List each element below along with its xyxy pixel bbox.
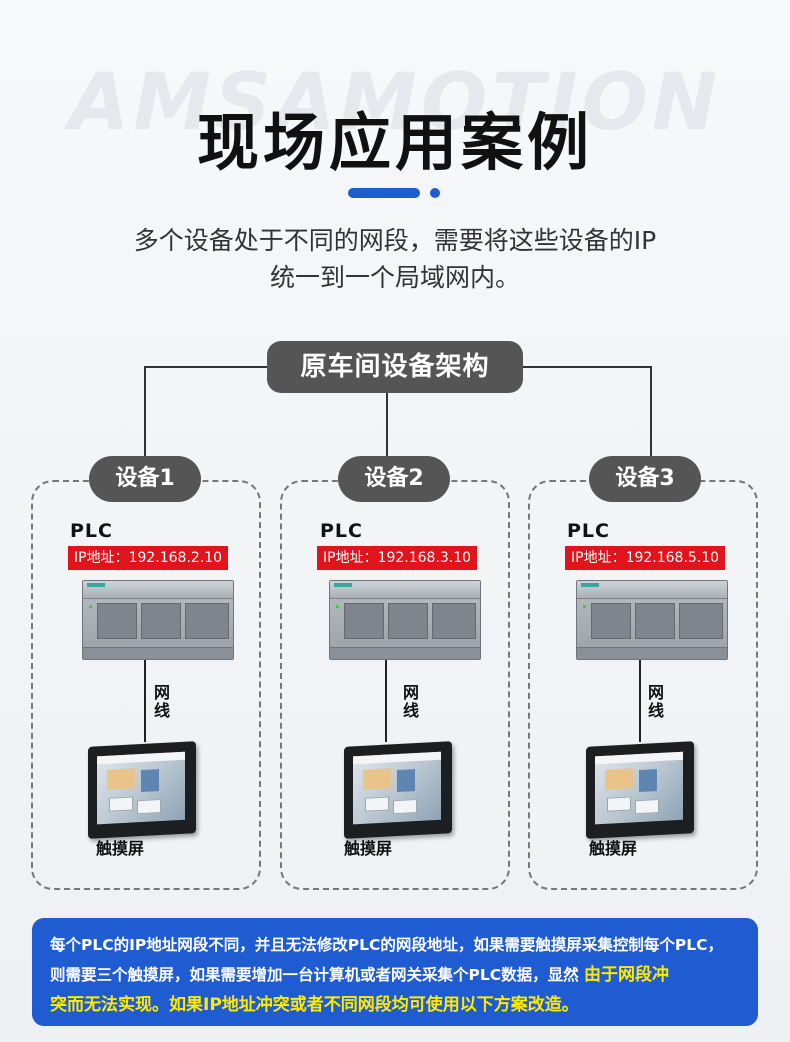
plc-top-strip bbox=[330, 581, 480, 599]
subtitle-line-2: 统一到一个局域网内。 bbox=[269, 263, 520, 292]
subtitle-line-1: 多个设备处于不同的网段，需要将这些设备的IP bbox=[133, 226, 657, 255]
hmi-label-2: 触摸屏 bbox=[344, 839, 393, 858]
hmi-tile bbox=[107, 768, 135, 790]
hmi-screen bbox=[353, 751, 441, 825]
plc-module bbox=[679, 603, 723, 639]
note-highlight-1: 由于网段冲 bbox=[584, 965, 670, 985]
brand-watermark: AMSAMOTION bbox=[0, 58, 790, 148]
plc-brand-mark bbox=[334, 583, 352, 587]
hmi-screen bbox=[97, 751, 185, 825]
ip-address-3: IP地址：192.168.5.10 bbox=[565, 546, 726, 570]
hmi-tile bbox=[393, 799, 417, 815]
plc-bottom-strip bbox=[330, 647, 480, 659]
hmi-tile bbox=[397, 769, 415, 793]
page-title: 现场应用案例 bbox=[196, 106, 593, 179]
plc-led bbox=[336, 605, 339, 608]
hmi-device-2 bbox=[344, 741, 452, 839]
explanation-note: 每个PLC的IP地址网段不同，并且无法修改PLC的网段地址，如果需要触摸屏采集控… bbox=[32, 918, 758, 1026]
ip-address-2: IP地址：192.168.3.10 bbox=[317, 546, 478, 570]
plc-title-3: PLC bbox=[567, 520, 610, 542]
hmi-device-3 bbox=[586, 741, 694, 839]
diagram-title: 原车间设备架构 bbox=[267, 341, 523, 393]
connector-left bbox=[144, 366, 267, 458]
decoration-bar bbox=[348, 188, 420, 198]
plc-device-3 bbox=[576, 580, 728, 660]
wire-label-3: 网 线 bbox=[647, 684, 665, 720]
plc-led bbox=[583, 605, 586, 608]
plc-module bbox=[388, 603, 428, 639]
plc-module bbox=[97, 603, 137, 639]
note-line-2: 则需要三个触摸屏，如果需要增加一台计算机或者网关采集个PLC数据，显然 由于网段… bbox=[50, 960, 740, 990]
plc-bottom-strip bbox=[83, 647, 233, 659]
wire-label-char: 线 bbox=[153, 701, 170, 720]
hmi-screen-topbar bbox=[595, 751, 683, 765]
plc-brand-mark bbox=[87, 583, 105, 587]
note-line-1: 每个PLC的IP地址网段不同，并且无法修改PLC的网段地址，如果需要触摸屏采集控… bbox=[50, 936, 723, 954]
plc-brand-mark bbox=[581, 583, 599, 587]
plc-bottom-strip bbox=[577, 647, 727, 659]
plc-module bbox=[344, 603, 384, 639]
hmi-tile bbox=[607, 796, 631, 812]
hmi-screen-topbar bbox=[97, 751, 185, 765]
hmi-tile bbox=[137, 799, 161, 815]
hmi-tile bbox=[635, 799, 659, 815]
plc-title-1: PLC bbox=[70, 520, 113, 542]
ip-address-1: IP地址：192.168.2.10 bbox=[68, 546, 229, 570]
wire-label-char: 网 bbox=[402, 683, 419, 702]
hmi-tile bbox=[605, 768, 633, 790]
hmi-screen-topbar bbox=[353, 751, 441, 765]
wire-label-char: 网 bbox=[153, 683, 170, 702]
hmi-tile bbox=[363, 768, 391, 790]
note-highlight-2: 突而无法实现。如果IP地址冲突或者不同网段均可使用以下方案改造。 bbox=[50, 995, 579, 1015]
plc-module bbox=[635, 603, 675, 639]
hmi-screen bbox=[595, 751, 683, 825]
plc-device-2 bbox=[329, 580, 481, 660]
connector-right bbox=[523, 366, 652, 458]
hmi-device-1 bbox=[88, 741, 196, 839]
decoration-dot bbox=[430, 188, 440, 198]
brand-watermark-text: AMSAMOTION bbox=[68, 58, 722, 148]
hmi-tile bbox=[639, 769, 657, 793]
plc-led bbox=[89, 605, 92, 608]
device-label-2: 设备2 bbox=[338, 456, 450, 502]
plc-top-strip bbox=[83, 581, 233, 599]
device-label-3: 设备3 bbox=[589, 456, 701, 502]
plc-device-1 bbox=[82, 580, 234, 660]
note-line-2-text: 则需要三个触摸屏，如果需要增加一台计算机或者网关采集个PLC数据，显然 bbox=[50, 966, 579, 984]
hmi-label-1: 触摸屏 bbox=[96, 839, 145, 858]
plc-top-strip bbox=[577, 581, 727, 599]
plc-module bbox=[141, 603, 181, 639]
wire-label-char: 网 bbox=[647, 683, 664, 702]
wire-label-2: 网 线 bbox=[402, 684, 420, 720]
wire-label-char: 线 bbox=[402, 701, 419, 720]
wire-label-1: 网 线 bbox=[153, 684, 171, 720]
hmi-label-3: 触摸屏 bbox=[589, 839, 638, 858]
plc-module bbox=[432, 603, 476, 639]
wire-label-char: 线 bbox=[647, 701, 664, 720]
plc-module bbox=[591, 603, 631, 639]
device-label-1: 设备1 bbox=[89, 456, 201, 502]
hmi-tile bbox=[141, 769, 159, 793]
hmi-tile bbox=[109, 796, 133, 812]
plc-module bbox=[185, 603, 229, 639]
page-subtitle: 多个设备处于不同的网段，需要将这些设备的IP 统一到一个局域网内。 bbox=[0, 222, 790, 296]
plc-title-2: PLC bbox=[320, 520, 363, 542]
hmi-tile bbox=[365, 796, 389, 812]
